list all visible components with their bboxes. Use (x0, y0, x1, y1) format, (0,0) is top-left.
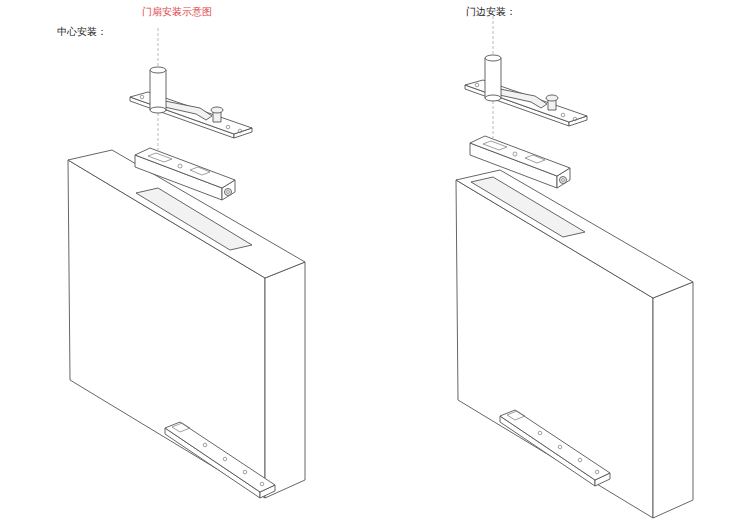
edge-install-figure (456, 16, 693, 518)
center-install-figure (68, 28, 305, 498)
diagram-title: 门扇安装示意图 (142, 6, 212, 18)
section-label: 门边安装： (466, 6, 516, 18)
section-label: 中心安装： (57, 26, 107, 38)
